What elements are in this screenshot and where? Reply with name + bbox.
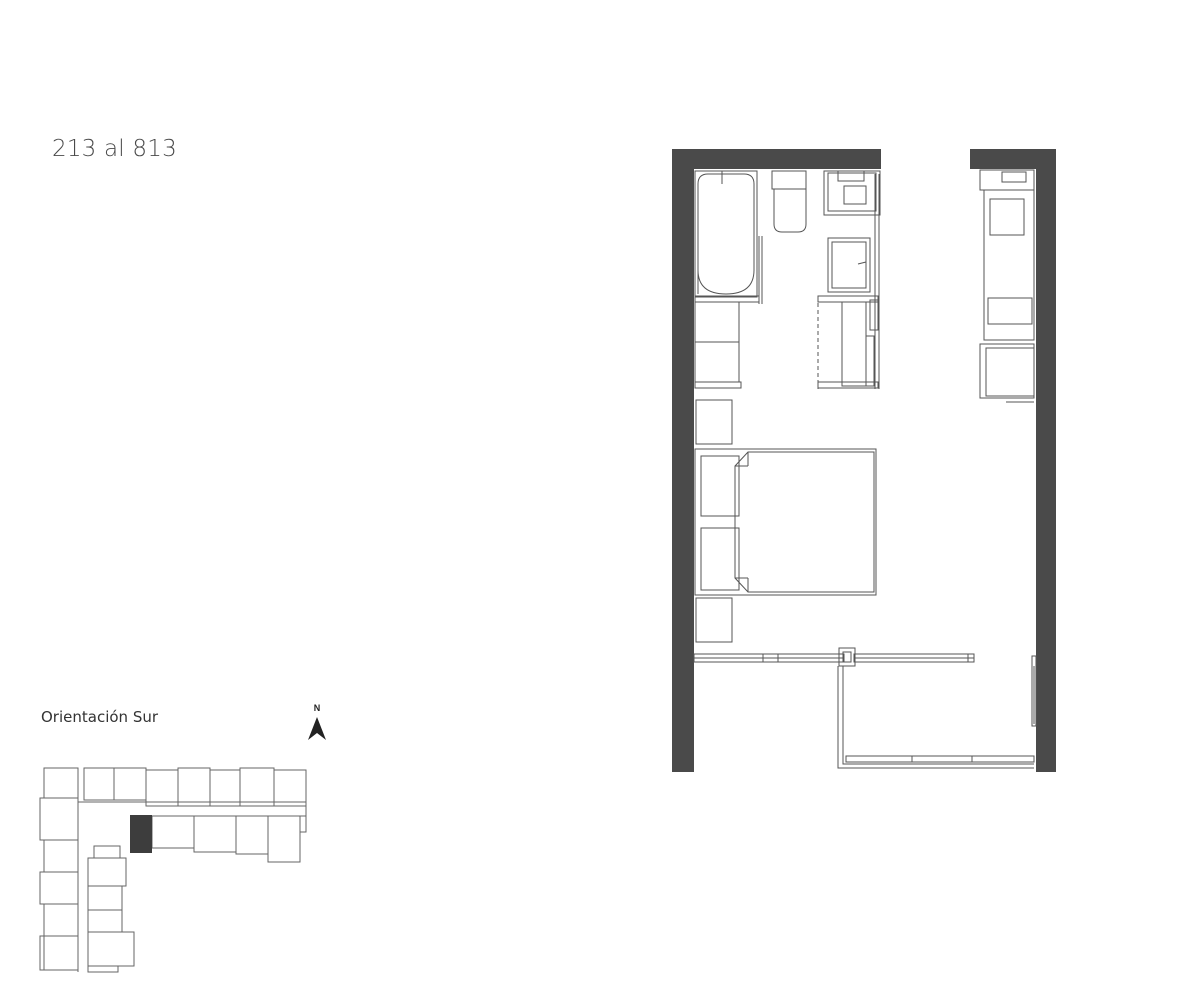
floor-plan: [672, 149, 1056, 772]
compass: N: [305, 703, 329, 743]
key-plan-unit: [87, 909, 123, 933]
key-plan-unit: [113, 767, 147, 801]
key-plan-unit: [235, 815, 269, 855]
key-plan-unit: [151, 815, 195, 849]
wall-top-right: [970, 149, 1056, 169]
key-plan-unit: [39, 797, 79, 841]
key-plan-unit: [87, 885, 123, 911]
kitchen-counter: [979, 169, 1035, 341]
key-plan-unit: [209, 769, 241, 807]
sink: [827, 237, 871, 293]
key-plan-unit: [273, 769, 307, 807]
key-plan-unit: [83, 767, 115, 801]
key-plan-unit: [43, 903, 79, 937]
sliding-door: [693, 647, 975, 667]
wall-top-left: [672, 149, 881, 169]
key-plan-unit: [39, 871, 79, 905]
refrigerator: [979, 343, 1035, 403]
key-plan-unit: [87, 857, 127, 887]
balcony: [837, 655, 1037, 769]
key-plan-unit: [177, 767, 211, 807]
wall-left: [672, 149, 694, 772]
key-plan-unit: [267, 815, 301, 863]
nightstand: [695, 597, 733, 643]
key-plan-unit: [43, 767, 79, 799]
key-plan-unit: [87, 965, 119, 973]
key-plan-unit: [39, 935, 79, 971]
highlighted-unit-lower: [140, 846, 152, 853]
key-plan-unit: [299, 815, 307, 833]
walls: [672, 149, 1056, 772]
orientation-label: Orientación Sur: [41, 708, 159, 726]
key-plan-unit: [193, 815, 237, 853]
bed: [694, 448, 877, 596]
nightstand: [695, 399, 733, 445]
key-plan: [39, 767, 307, 973]
key-plan-unit: [145, 769, 179, 807]
bathtub: [694, 170, 758, 298]
toilet: [771, 170, 807, 233]
highlighted-unit: [130, 815, 152, 853]
compass-letter: N: [313, 703, 321, 713]
key-plan-unit: [239, 767, 275, 807]
unit-title: 213 al 813: [52, 136, 177, 162]
vanity: [823, 170, 881, 216]
key-plan-unit: [87, 931, 135, 967]
north-arrow-icon: [308, 717, 326, 740]
closet: [694, 301, 742, 389]
key-plan-unit: [43, 839, 79, 873]
wall-right: [1036, 149, 1056, 772]
key-plan-unit: [93, 845, 121, 859]
key-plan-unit: [43, 935, 79, 971]
